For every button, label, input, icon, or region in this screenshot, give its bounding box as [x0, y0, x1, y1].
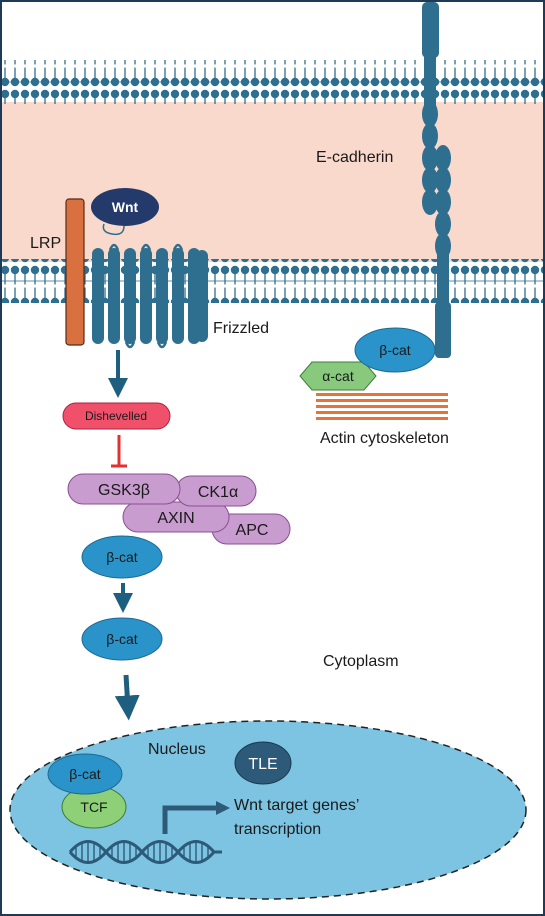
actin-filaments: [316, 393, 448, 420]
lower-membrane: [0, 259, 545, 303]
tcf-label: TCF: [80, 799, 107, 815]
e-cadherin: [422, 2, 451, 358]
tle-label: TLE: [248, 756, 277, 773]
beta-cat-nuclear-label: β-cat: [69, 766, 101, 782]
dishevelled-label: Dishevelled: [85, 409, 147, 423]
frizzled-receptor: [92, 248, 208, 344]
beta-cat-complex: [81, 535, 163, 579]
wnt-tether: [102, 223, 125, 236]
gsk3b-label: GSK3β: [98, 482, 150, 499]
wnt-ligand: [91, 188, 159, 226]
frizzled-loops: [108, 243, 184, 349]
lrp-label: LRP: [30, 235, 61, 252]
ck1a-label: CK1α: [198, 484, 238, 501]
dna-double-helix: [68, 840, 222, 864]
beta-cat-complex-label: β-cat: [106, 549, 138, 565]
extracellular-space: [0, 102, 545, 262]
arrow-to-nucleus: [114, 674, 140, 721]
beta-cat-free: [81, 617, 163, 661]
target-genes-line1: Wnt target genes’: [234, 797, 359, 814]
beta-cat-nuclear: [47, 753, 123, 795]
beta-cat-free-label: β-cat: [106, 631, 138, 647]
beta-cat-junction: [354, 327, 436, 373]
gsk3b-box: [67, 473, 181, 505]
wnt-label: Wnt: [112, 199, 139, 215]
e-cadherin-label: E-cadherin: [316, 149, 393, 166]
transcription-arrowhead: [216, 801, 230, 815]
actin-cytoskeleton-label: Actin cytoskeleton: [320, 430, 449, 447]
lrp-receptor: [65, 198, 85, 346]
alpha-cat-label: α-cat: [322, 368, 354, 384]
target-genes-line2: transcription: [234, 821, 321, 838]
frizzled-label: Frizzled: [213, 320, 269, 337]
upper-membrane: [0, 60, 545, 104]
nucleus-label: Nucleus: [148, 741, 206, 758]
apc-label: APC: [236, 522, 269, 539]
dishevelled: [62, 402, 171, 430]
cytoplasm-label: Cytoplasm: [323, 653, 399, 670]
axin-box: [122, 501, 230, 533]
transcription-arrow: [162, 805, 218, 834]
destruction-complex: GSK3β CK1α AXIN APC: [67, 473, 291, 545]
axin-label: AXIN: [157, 510, 194, 527]
tle: [234, 741, 292, 785]
beta-cat-junction-label: β-cat: [379, 342, 411, 358]
